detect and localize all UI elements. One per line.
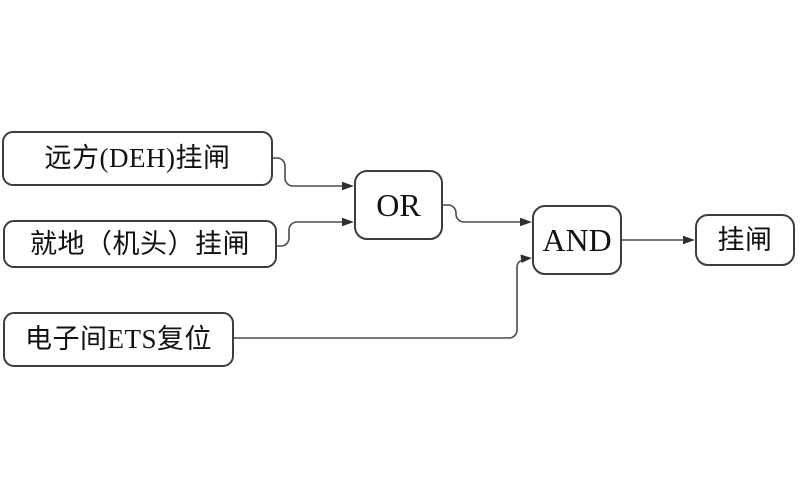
connector-remote-deh-to-or (273, 157, 342, 187)
arrowhead-or-to-and-icon (520, 217, 532, 227)
arrowhead-and-to-output-icon (683, 235, 695, 245)
node-output-trip: 挂闸 (695, 214, 795, 266)
node-or-gate-label: OR (376, 187, 421, 223)
node-ets-reset-label: 电子间ETS复位 (24, 324, 212, 354)
node-local-head-trip-label: 就地（机头）挂闸 (30, 228, 250, 259)
connector-or-to-and (443, 204, 520, 223)
arrowhead-ets-reset-to-and-icon (520, 254, 532, 263)
arrowhead-local-head-to-or-icon (342, 217, 354, 227)
node-remote-deh-trip: 远方(DEH)挂闸 (2, 131, 273, 186)
arrowhead-remote-deh-to-or-icon (342, 181, 354, 191)
node-or-gate: OR (354, 170, 443, 240)
node-and-gate: AND (532, 205, 622, 275)
node-output-trip-label: 挂闸 (717, 224, 773, 255)
connector-ets-reset-to-and (234, 259, 525, 339)
node-ets-reset: 电子间ETS复位 (3, 312, 234, 367)
node-local-head-trip: 就地（机头）挂闸 (3, 220, 277, 268)
connector-local-head-to-or (277, 221, 342, 247)
node-and-gate-label: AND (542, 222, 612, 258)
node-remote-deh-trip-label: 远方(DEH)挂闸 (44, 143, 231, 173)
